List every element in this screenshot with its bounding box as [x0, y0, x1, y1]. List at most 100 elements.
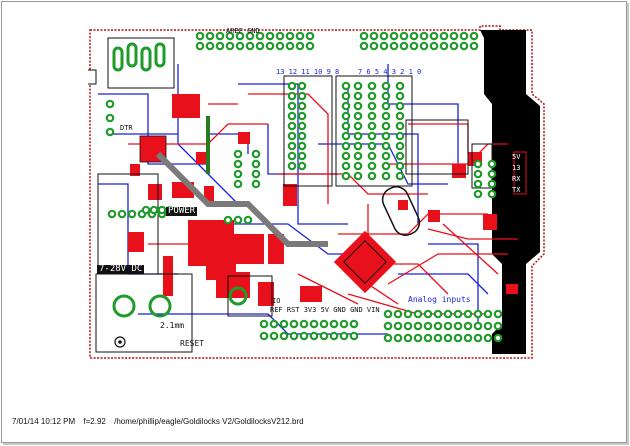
- header-pad-inner: [367, 141, 377, 151]
- header-pad-inner: [367, 81, 377, 91]
- via-pad: [105, 113, 115, 123]
- header-pad-inner: [287, 131, 297, 141]
- header-pad-inner: [353, 121, 363, 131]
- header-pad-analog: [473, 321, 483, 331]
- header-pad-inner: [341, 121, 351, 131]
- header-pad-analog: [443, 321, 453, 331]
- header-pad-power: [319, 319, 329, 329]
- header-pad-top-left: [215, 31, 225, 41]
- via-pad: [157, 205, 167, 215]
- header-pad-inner: [367, 91, 377, 101]
- footer-zoom: f=2.92: [83, 417, 106, 426]
- header-pad-top-left: [225, 41, 235, 51]
- header-pad-top-right: [449, 31, 459, 41]
- header-pad-top-right: [399, 31, 409, 41]
- header-pad-analog: [493, 309, 503, 319]
- main-microcontroller: [333, 230, 397, 294]
- header-pad-power: [319, 331, 329, 341]
- via-pad: [107, 209, 117, 219]
- header-pad-inner: [341, 101, 351, 111]
- header-pad-inner: [381, 171, 391, 181]
- header-pad-analog: [463, 309, 473, 319]
- header-pad-side: [487, 189, 497, 199]
- via-pad: [233, 169, 243, 179]
- header-pad-inner: [367, 151, 377, 161]
- header-pad-side: [473, 159, 483, 169]
- header-pad-top-left: [255, 41, 265, 51]
- header-pad-inner: [341, 141, 351, 151]
- power-pads: [112, 286, 248, 318]
- header-pad-inner: [287, 91, 297, 101]
- header-pad-inner: [353, 171, 363, 181]
- header-pad-top-right: [359, 41, 369, 51]
- via-pad: [233, 179, 243, 189]
- header-pad-top-left: [195, 41, 205, 51]
- header-pad-power: [289, 331, 299, 341]
- header-pad-top-right: [369, 31, 379, 41]
- header-pad-inner: [353, 111, 363, 121]
- header-pad-side: [473, 169, 483, 179]
- header-pad-analog: [433, 321, 443, 331]
- header-pad-inner: [297, 161, 307, 171]
- header-pad-inner: [297, 141, 307, 151]
- header-pad-top-left: [295, 31, 305, 41]
- header-pad-top-left: [195, 31, 205, 41]
- label-led-13: 13: [512, 164, 521, 172]
- header-pad-power: [279, 319, 289, 329]
- header-pad-top-right: [399, 41, 409, 51]
- label-dtr: DTR: [120, 124, 133, 132]
- header-pad-top-left: [265, 41, 275, 51]
- header-pad-top-left: [215, 41, 225, 51]
- header-pad-analog: [433, 333, 443, 343]
- header-pad-analog: [403, 333, 413, 343]
- header-pad-inner: [381, 141, 391, 151]
- label-led-5v: 5V: [512, 153, 521, 161]
- header-pad-top-right: [469, 31, 479, 41]
- silkscreen-outlines: [95, 37, 493, 353]
- header-pad-analog: [433, 309, 443, 319]
- header-pad-analog: [483, 309, 493, 319]
- via-pad: [251, 169, 261, 179]
- header-pad-analog: [453, 333, 463, 343]
- label-aref-gnd: AREF GND: [226, 27, 260, 35]
- header-pad-analog: [383, 309, 393, 319]
- header-pad-analog: [443, 333, 453, 343]
- header-pad-top-left: [205, 41, 215, 51]
- header-pad-inner: [297, 111, 307, 121]
- header-pad-power: [329, 319, 339, 329]
- header-pad-top-left: [235, 41, 245, 51]
- header-pad-analog: [483, 333, 493, 343]
- header-pad-inner: [395, 141, 405, 151]
- header-pad-analog: [393, 333, 403, 343]
- header-pad-top-left: [305, 31, 315, 41]
- header-pad-analog: [473, 333, 483, 343]
- header-pad-side: [473, 189, 483, 199]
- header-pad-top-right: [459, 41, 469, 51]
- header-pad-top-right: [429, 31, 439, 41]
- header-pad-top-right: [429, 41, 439, 51]
- header-pad-inner: [297, 131, 307, 141]
- via-pad: [251, 179, 261, 189]
- print-footer: 7/01/14 10:12 PM f=2.92 /home/phillip/ea…: [12, 417, 310, 426]
- header-pad-top-right: [439, 31, 449, 41]
- header-pad-analog: [403, 321, 413, 331]
- header-pad-inner: [381, 161, 391, 171]
- led-indicator-box: [513, 151, 527, 195]
- header-pad-side: [473, 179, 483, 189]
- via-pad: [105, 99, 115, 109]
- header-pad-inner: [367, 101, 377, 111]
- pcb-layout-drawing: [88, 25, 545, 359]
- via-pad: [251, 159, 261, 169]
- header-pad-top-left: [275, 31, 285, 41]
- header-pad-inner: [381, 91, 391, 101]
- header-pad-inner: [395, 171, 405, 181]
- header-pad-top-left: [245, 31, 255, 41]
- header-pad-inner: [297, 121, 307, 131]
- header-pad-top-left: [225, 31, 235, 41]
- header-pad-inner: [287, 121, 297, 131]
- header-pad-power: [349, 331, 359, 341]
- header-pad-inner: [367, 111, 377, 121]
- header-pad-analog: [423, 309, 433, 319]
- header-pad-top-left: [285, 31, 295, 41]
- header-pad-top-left: [305, 41, 315, 51]
